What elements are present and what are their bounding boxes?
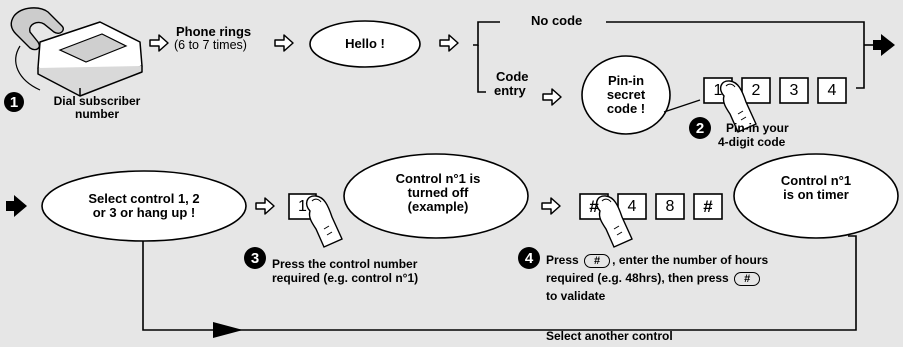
flow-arrow-icon [541, 197, 561, 215]
hello-bubble-shape [309, 20, 421, 68]
flow-arrow-icon [439, 34, 459, 52]
step-1-circle [4, 92, 24, 112]
step-4-circle [518, 247, 540, 269]
select-another-control-label: Select another control [546, 329, 673, 343]
key-shape [779, 77, 809, 104]
start-arrow-icon [6, 195, 27, 217]
step-2-label-line2: 4-digit code [718, 135, 786, 149]
step-4-label-line1: Press #, enter the number of hours [546, 252, 768, 268]
return-loop-line [142, 235, 857, 331]
key-shape [817, 77, 847, 104]
step-4-press-text: Press [546, 253, 579, 267]
hash-key-icon: # [734, 271, 761, 286]
step-2-label-line1: Pin-in your [726, 121, 789, 135]
flow-arrow-icon [255, 197, 275, 215]
code-entry-label-line1: Code [496, 69, 529, 84]
branch-bracket [473, 21, 500, 46]
step-3-label-line1: Press the control number [272, 257, 418, 271]
continue-arrow-icon [873, 34, 895, 56]
flow-arrow-icon [149, 34, 169, 52]
phone-rings-count: (6 to 7 times) [174, 38, 247, 52]
no-code-label: No code [531, 13, 583, 28]
hash-key-icon: # [584, 253, 611, 268]
return-arrow-icon [213, 322, 243, 338]
control-off-bubble-shape [343, 153, 529, 239]
telephone-icon [10, 7, 143, 97]
step-4-line2-text: required (e.g. 48hrs), then press [546, 271, 729, 285]
step-4-line1-rest: , enter the number of hours [612, 253, 769, 267]
step-4-label-line3: to validate [546, 289, 606, 303]
step-3-label-line2: required (e.g. control n°1) [272, 271, 419, 285]
step-1-label-line2: number [74, 107, 119, 121]
key-shape [741, 77, 771, 104]
timer-bubble-shape [733, 153, 899, 239]
pin-bubble-shape [581, 55, 671, 135]
finger-press-icon [305, 195, 343, 248]
code-entry-label-line2: entry [494, 83, 526, 98]
flow-arrow-icon [274, 34, 294, 52]
step-1-label-line1: Dial subscriber [53, 94, 141, 108]
key-shape [655, 193, 685, 220]
step-3-circle [244, 247, 266, 269]
phone-rings-label: Phone rings [176, 24, 252, 39]
flow-arrow-icon [542, 88, 562, 106]
step-2-circle [689, 117, 711, 139]
key-shape [693, 193, 723, 220]
key-shape [617, 193, 647, 220]
select-bubble-shape [41, 170, 247, 242]
step-4-label-line2: required (e.g. 48hrs), then press # [546, 270, 762, 286]
